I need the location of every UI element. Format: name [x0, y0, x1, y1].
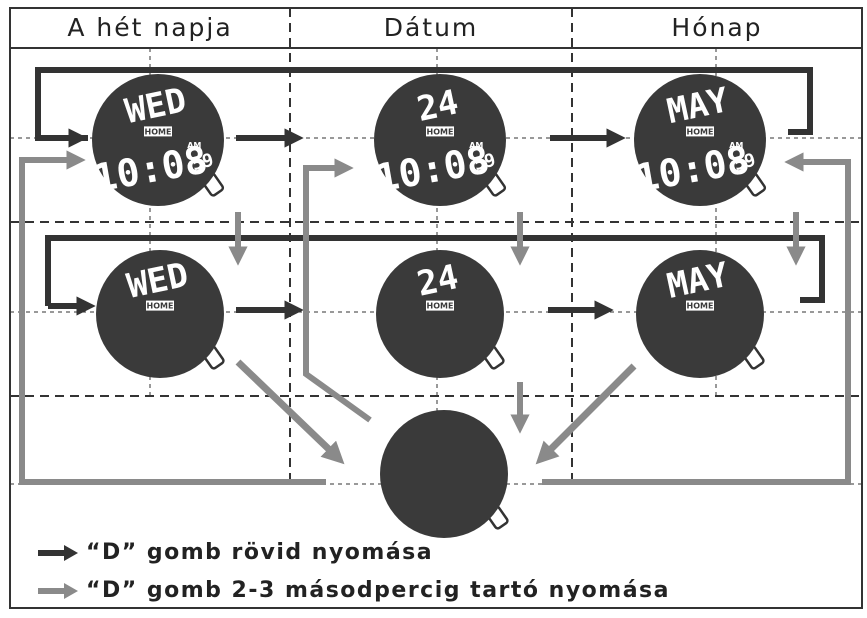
home-badge: [686, 300, 714, 311]
arrow-light-month-to-bottom: [535, 363, 637, 465]
outer-frame: [9, 7, 863, 609]
home-badge: [426, 300, 454, 311]
loop-dark-middle: [45, 235, 825, 306]
watch-face: [636, 250, 764, 378]
grid-dashed: [10, 8, 862, 484]
header-day-of-week: A hét napja: [67, 13, 233, 42]
loop-light-right: [542, 152, 851, 485]
watch-label: 24: [414, 82, 462, 130]
header-date: Dátum: [383, 13, 479, 42]
home-badge-text: HOME: [427, 302, 454, 311]
watch-bottom-blank: [380, 410, 509, 538]
home-badge: [144, 126, 172, 137]
home-badge: [146, 300, 174, 311]
legend-dark-arrow-icon: [38, 545, 78, 561]
home-badge-text: HOME: [687, 302, 714, 311]
loop-light-left: [19, 150, 326, 485]
home-badge: [686, 126, 714, 137]
watch-face: [634, 74, 766, 206]
watch-face: [376, 250, 504, 378]
header-month: Hónap: [671, 13, 763, 42]
watch-face: [374, 74, 506, 206]
home-badge-text: HOME: [427, 127, 454, 136]
loop-light-center: [303, 158, 372, 423]
watch-face: [96, 250, 224, 378]
arrow-light-wed-to-bottom: [235, 359, 345, 465]
ampm-indicator: AM: [729, 141, 743, 150]
home-badge-text: HOME: [147, 302, 174, 311]
watch-face: [92, 74, 224, 206]
watch-label: 24: [414, 257, 462, 305]
home-badge: [426, 126, 454, 137]
legend-light-arrow-icon: [38, 583, 78, 599]
watch-face: [380, 410, 508, 538]
ampm-indicator: AM: [187, 141, 201, 150]
home-badge-text: HOME: [687, 127, 714, 136]
legend-short-label: “D” gomb rövid nyomása: [86, 540, 434, 565]
legend-long-label: “D” gomb 2-3 másodpercig tartó nyomása: [86, 578, 671, 603]
legend-short-press: “D” gomb rövid nyomása: [36, 540, 433, 565]
legend-long-press: “D” gomb 2-3 másodpercig tartó nyomása: [36, 578, 670, 603]
home-badge-text: HOME: [145, 127, 172, 136]
ampm-indicator: AM: [469, 141, 483, 150]
